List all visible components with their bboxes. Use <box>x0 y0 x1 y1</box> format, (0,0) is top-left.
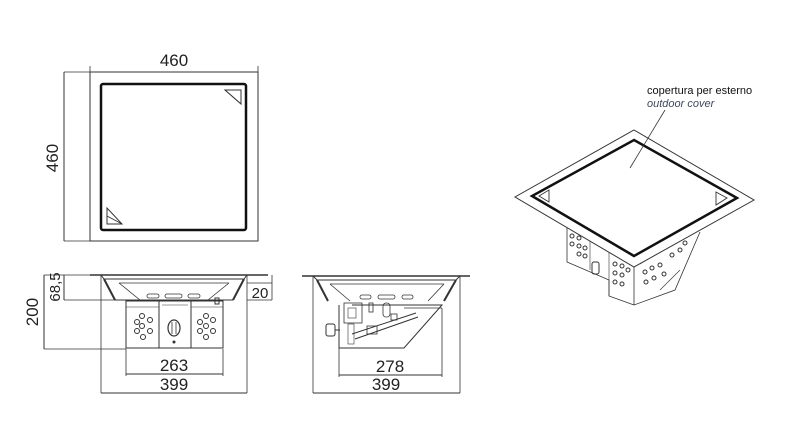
side-inner-width-dim: 278 <box>376 357 404 376</box>
iso-label-italian: copertura per esterno <box>647 85 752 97</box>
front-outer-width-dim: 399 <box>160 375 188 394</box>
front-flange-depth-dim: 68,5 <box>47 272 64 301</box>
top-width-dim: 460 <box>160 51 188 70</box>
isometric-view <box>513 109 756 306</box>
top-view <box>63 66 259 242</box>
top-height-dim: 460 <box>43 144 62 172</box>
front-view <box>43 274 273 394</box>
front-flange-thickness-dim: 20 <box>252 285 269 302</box>
iso-label-english: outdoor cover <box>647 98 716 110</box>
side-view <box>302 275 470 394</box>
front-inner-width-dim: 263 <box>160 356 188 375</box>
front-height-dim: 200 <box>23 298 42 326</box>
side-outer-width-dim: 399 <box>372 375 400 394</box>
